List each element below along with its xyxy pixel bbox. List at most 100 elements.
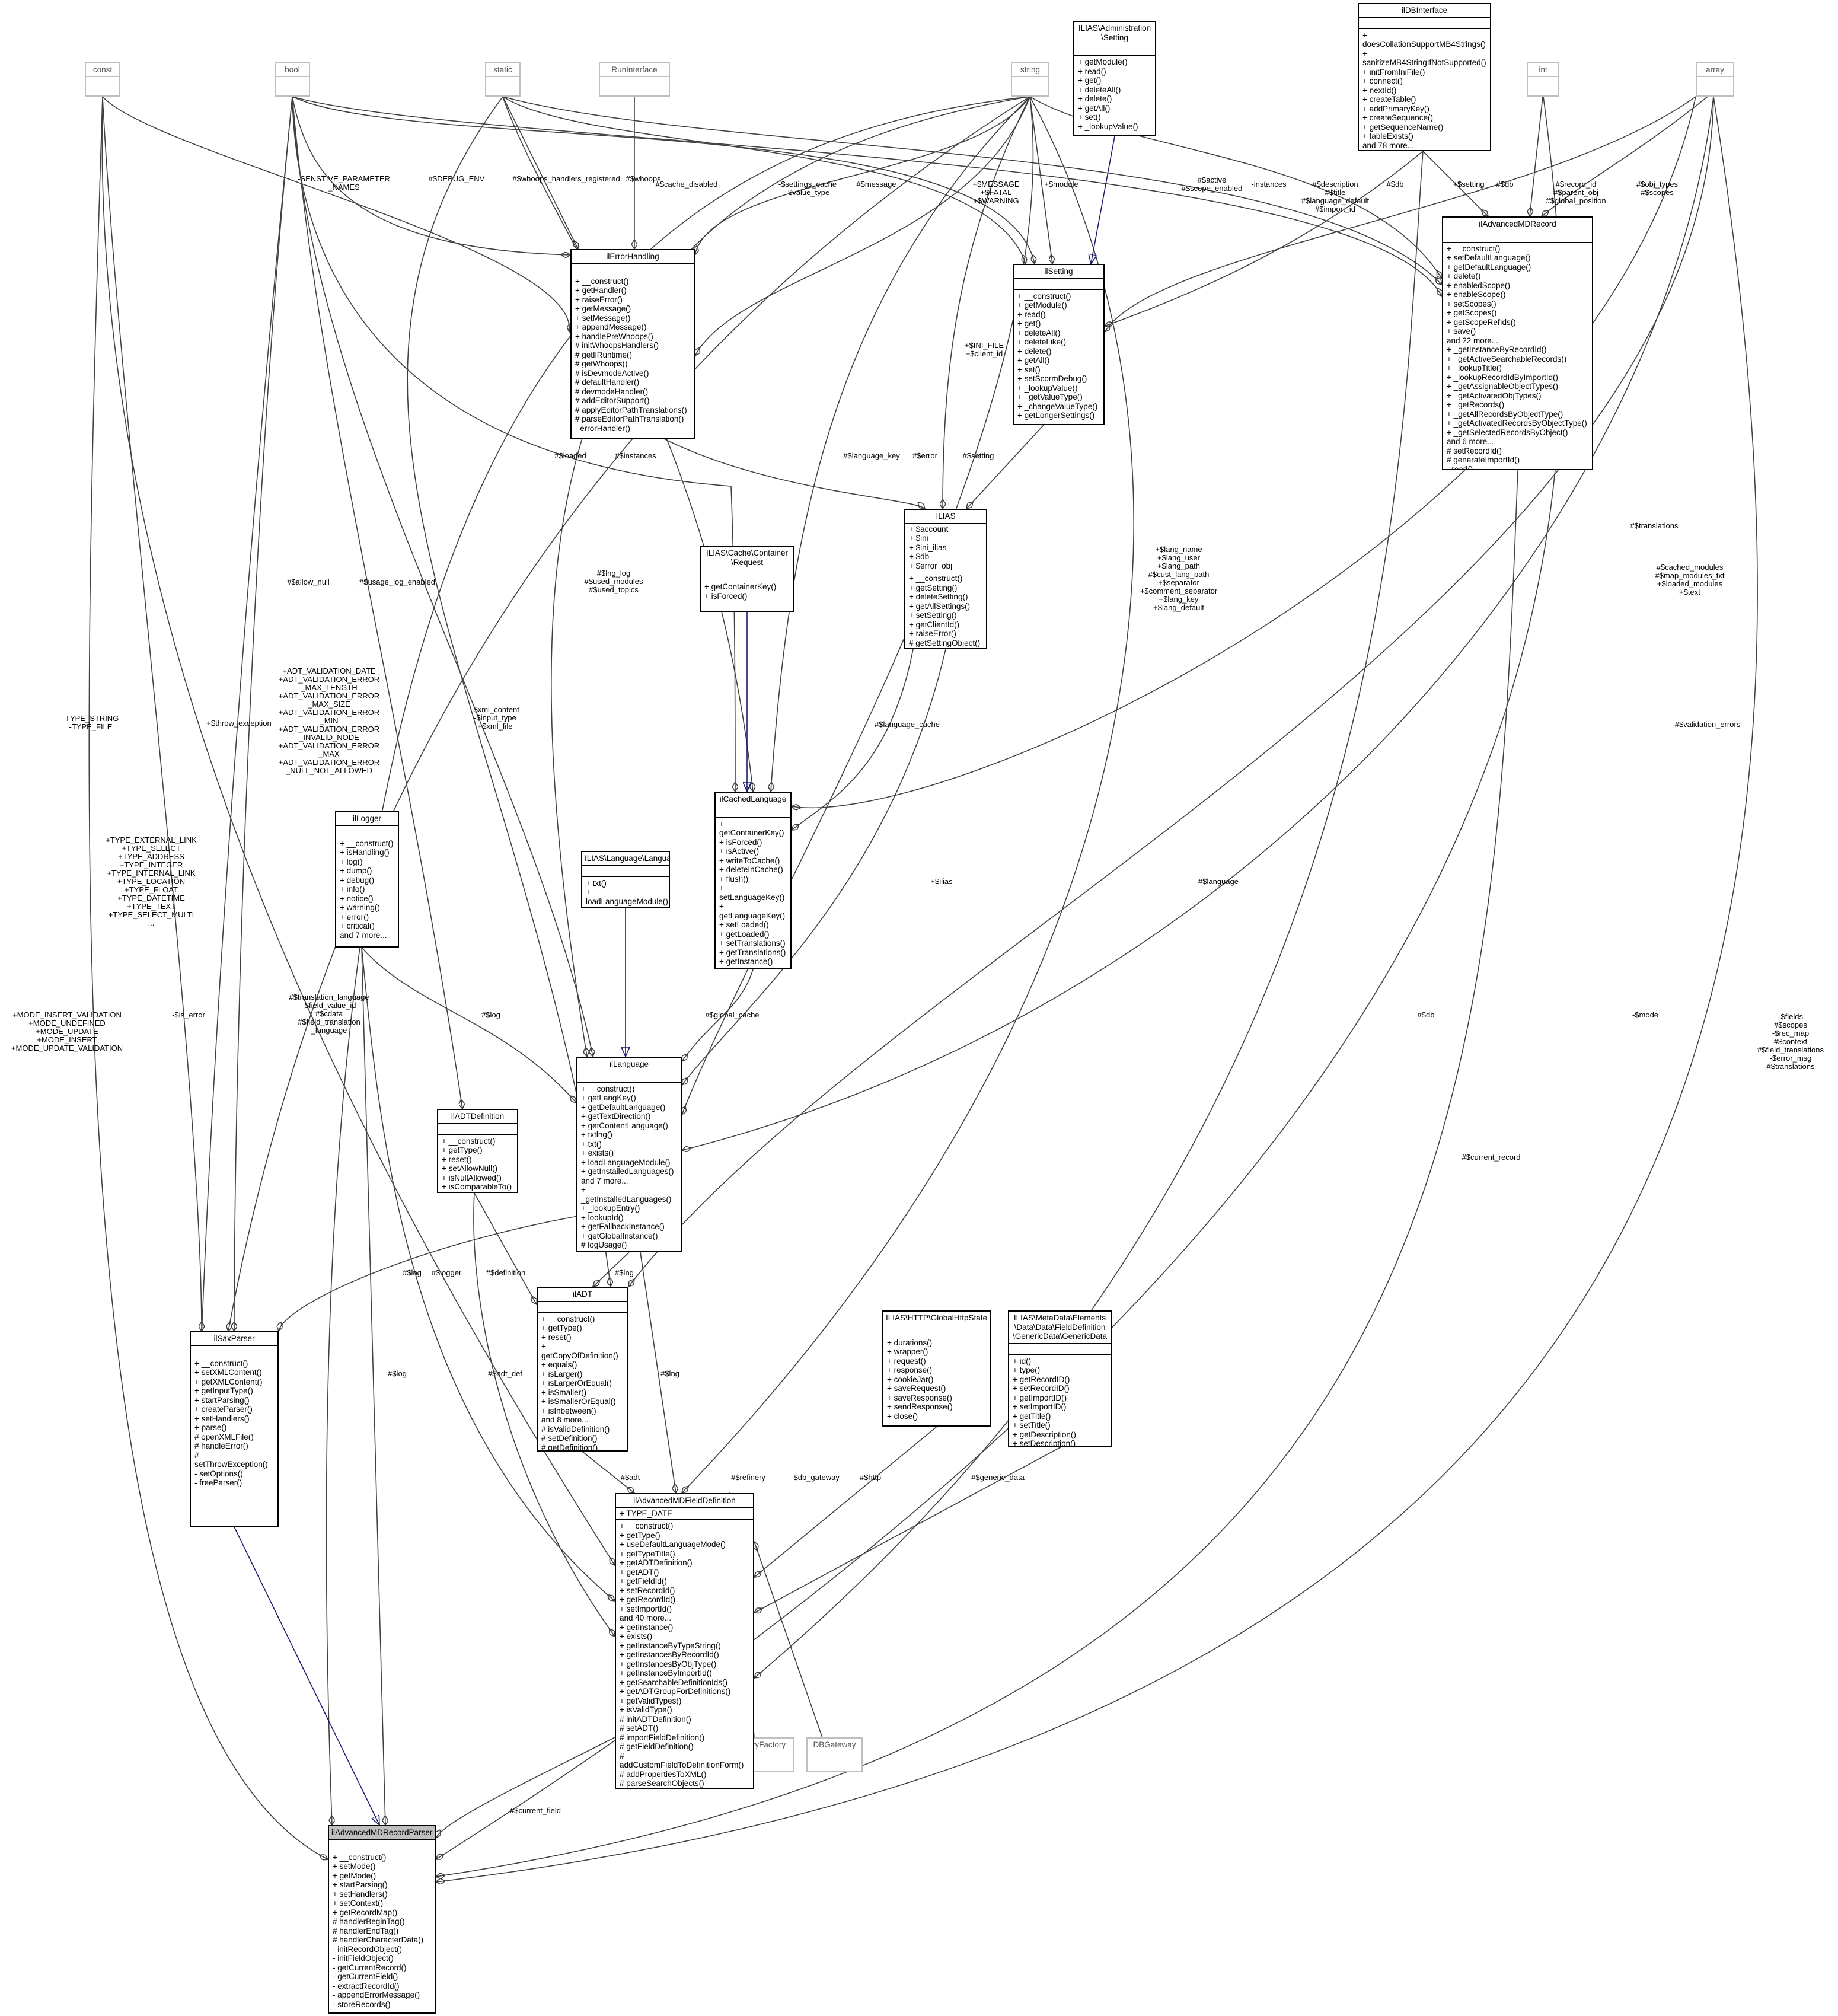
class-title: ilLanguage <box>577 1058 681 1071</box>
association-edge <box>682 969 754 1061</box>
association-edge <box>1105 96 1696 332</box>
class-node-ilLogger[interactable]: ilLogger + __construct() + isHandling() +… <box>335 811 399 948</box>
edge-label: #$current_record <box>1462 1153 1521 1162</box>
class-attributes <box>276 77 309 94</box>
class-operations: + txt() + loadLanguageModule() <box>586 878 668 906</box>
class-node-ilDBInterface[interactable]: ilDBInterface+ doesCollationSupportMB4St… <box>1358 3 1491 151</box>
edge-label: +$ilias <box>930 877 953 886</box>
class-node-RunInterface[interactable]: RunInterface <box>599 62 670 97</box>
class-operations: + __construct() + setDefaultLanguage() +… <box>1447 244 1587 470</box>
association-edge <box>792 649 914 830</box>
class-attributes <box>883 1325 990 1336</box>
association-edge <box>754 1426 937 1577</box>
association-edge <box>101 96 615 1565</box>
class-node-int[interactable]: int <box>1527 62 1559 97</box>
class-node-ilAdvancedMDRecordParser[interactable]: ilAdvancedMDRecordParser + __construct() … <box>328 1825 436 2014</box>
class-attributes <box>538 1302 627 1313</box>
edge-label: #$obj_types #$scopes <box>1636 180 1679 197</box>
class-attributes <box>808 1752 861 1769</box>
class-node-ilSetting[interactable]: ilSetting+ __construct() + getModule() +… <box>1013 264 1105 425</box>
class-attributes <box>1528 77 1558 94</box>
association-edge <box>292 96 462 1109</box>
association-edge <box>682 96 1714 1150</box>
class-node-CacheRequest[interactable]: ILIAS\Cache\Container \Request+ getConta… <box>700 546 794 612</box>
class-title: ILIAS\MetaData\Elements \Data\Data\Field… <box>1009 1312 1111 1344</box>
association-edge <box>88 96 328 1859</box>
edge-label: #$usage_log_enabled <box>359 578 435 586</box>
edge-label: #$cached_modules #$map_modules_txt +$loa… <box>1655 563 1725 596</box>
class-title: ilLogger <box>336 812 398 826</box>
class-title: ILIAS\HTTP\GlobalHttpState <box>883 1312 990 1325</box>
edge-label: #$adt_def <box>488 1369 522 1378</box>
association-edge <box>279 1215 582 1331</box>
class-attributes <box>486 77 519 94</box>
class-node-ilErrorHandling[interactable]: ilErrorHandling + __construct() + getHand… <box>570 249 695 439</box>
association-edge <box>663 438 925 509</box>
association-edge <box>234 96 293 1331</box>
edge-label: #$error <box>912 451 937 460</box>
class-attributes: + TYPE_DATE <box>616 1508 753 1520</box>
class-node-AdminSetting[interactable]: ILIAS\Administration \Setting+ getModule… <box>1073 21 1156 136</box>
edge-label: #$description #$title #$language_default… <box>1301 180 1370 213</box>
class-node-GlobalHttpState[interactable]: ILIAS\HTTP\GlobalHttpState + durations() … <box>882 1310 991 1427</box>
class-title: ILIAS <box>905 510 986 524</box>
class-node-array[interactable]: array <box>1696 62 1734 97</box>
class-node-ilLanguage[interactable]: ilLanguage + __construct() + getLangKey()… <box>576 1057 682 1252</box>
class-node-ilADT[interactable]: ilADT+ __construct() + getType() + reset… <box>537 1287 628 1452</box>
class-operations: + __construct() + isHandling() + log() +… <box>340 838 394 940</box>
class-operations <box>486 94 519 96</box>
class-attributes <box>722 1752 793 1769</box>
class-operations: + durations() + wrapper() + request() + … <box>887 1338 953 1421</box>
association-edge <box>695 96 1030 356</box>
class-operations: + __construct() + getSetting() + deleteS… <box>909 574 981 647</box>
association-edge <box>966 425 1044 509</box>
class-title: string <box>1012 63 1048 77</box>
edge-label: #$current_field <box>510 1806 561 1815</box>
class-node-LanguageIface[interactable]: ILIAS\Language\Language+ txt() + loadLan… <box>581 851 670 908</box>
class-title: ilAdvancedMDRecordParser <box>329 1826 435 1840</box>
class-node-ILIAS[interactable]: ILIAS+ $account + $ini + $ini_ilias + $d… <box>904 509 987 649</box>
class-node-ilAdvancedMDRecord[interactable]: ilAdvancedMDRecord+ __construct() + setD… <box>1442 216 1593 470</box>
class-node-DBGateway[interactable]: DBGateway <box>806 1737 863 1772</box>
class-node-string[interactable]: string <box>1011 62 1049 97</box>
class-attributes <box>582 866 669 877</box>
class-attributes <box>336 826 398 837</box>
class-node-GenericData[interactable]: ILIAS\MetaData\Elements \Data\Data\Field… <box>1008 1310 1112 1447</box>
edge-label: #$loaded <box>554 451 586 460</box>
edge-label: #$language_key <box>843 451 900 460</box>
association-edge <box>695 96 1030 255</box>
class-title: ilErrorHandling <box>572 250 694 264</box>
inheritance-edge <box>1091 136 1115 264</box>
class-operations: + getContainerKey() + isForced() <box>704 582 777 601</box>
class-operations: + __construct() + getHandler() + raiseEr… <box>575 276 687 433</box>
class-operations: + __construct() + getType() + reset() + … <box>541 1314 618 1452</box>
association-edge <box>436 1737 615 1838</box>
class-node-ilCachedLanguage[interactable]: ilCachedLanguage+ getContainerKey() + is… <box>714 792 792 969</box>
edge-label: #$definition <box>486 1268 526 1277</box>
class-attributes <box>1009 1344 1111 1355</box>
edge-label: #$active #$scope_enabled <box>1181 176 1243 193</box>
class-node-static[interactable]: static <box>485 62 521 97</box>
class-attributes <box>191 1346 277 1357</box>
class-title: RunInterface <box>600 63 669 77</box>
association-edge <box>202 96 293 1333</box>
association-edge <box>292 96 570 255</box>
class-attributes <box>1012 77 1048 94</box>
class-node-ilADTDefinition[interactable]: ilADTDefinition+ __construct() + getType… <box>437 1109 518 1193</box>
association-edge <box>292 96 1035 264</box>
association-edge <box>326 96 1030 1825</box>
class-node-const[interactable]: const <box>85 62 120 97</box>
edge-label: #$global_cache <box>705 1010 760 1019</box>
association-edge <box>102 96 569 332</box>
edge-label: #$whoops_handlers_registered <box>512 174 620 183</box>
association-edge <box>102 96 202 1331</box>
association-edge <box>640 1252 676 1493</box>
edge-label: #$setting <box>962 451 994 460</box>
class-node-ilAdvancedMDFieldDefinition[interactable]: ilAdvancedMDFieldDefinition+ TYPE_DATE+ … <box>615 1493 754 1789</box>
class-node-ilSaxParser[interactable]: ilSaxParser+ __construct() + setXMLConte… <box>190 1331 279 1527</box>
class-operations: + __construct() + setMode() + getMode() … <box>333 1852 424 2009</box>
class-operations: + __construct() + getLangKey() + getDefa… <box>581 1084 674 1252</box>
class-node-bool[interactable]: bool <box>275 62 310 97</box>
edge-label: #$log <box>388 1369 407 1378</box>
class-title: static <box>486 63 519 77</box>
